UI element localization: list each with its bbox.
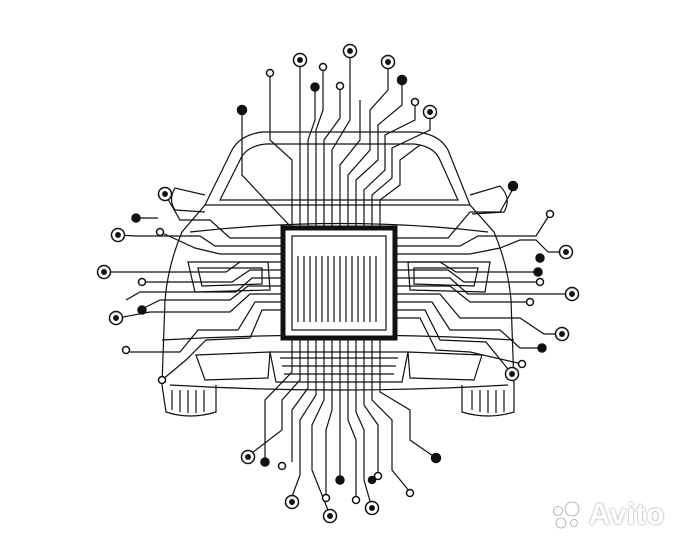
circuit-terminals: [96, 43, 580, 524]
chip: [280, 225, 398, 341]
watermark-text: Avito: [588, 498, 665, 531]
avito-watermark: Avito: [549, 498, 665, 532]
avito-logo-icon: [552, 501, 580, 529]
circuit-traces: [104, 52, 572, 516]
car-outline: [161, 131, 515, 417]
